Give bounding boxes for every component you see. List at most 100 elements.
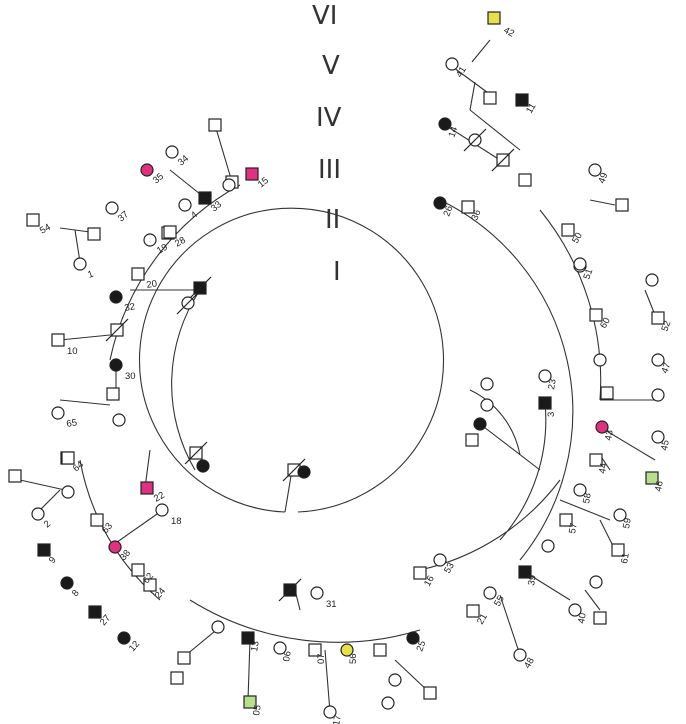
male-symbol [245, 167, 259, 181]
individual-id-label: 14 [446, 125, 460, 139]
female-symbol [31, 507, 45, 521]
individual-id-label: 35 [151, 171, 166, 186]
male-symbol [198, 191, 212, 205]
male-symbol [208, 118, 222, 132]
female-symbol [473, 417, 487, 431]
female-symbol [593, 353, 607, 367]
female-symbol [588, 163, 602, 177]
individual-id-label: 10 [67, 346, 78, 357]
deceased-mark [176, 291, 200, 315]
male-symbol [308, 643, 322, 657]
male-symbol [51, 333, 65, 347]
female-symbol [222, 178, 236, 192]
individual-id-label: 32 [124, 301, 136, 314]
male-symbol [61, 451, 75, 465]
female-symbol [438, 117, 452, 131]
individual-id-label: 19 [155, 242, 170, 257]
male-symbol [487, 11, 501, 25]
individual-id-label: 36 [469, 208, 483, 222]
female-symbol [433, 553, 447, 567]
female-symbol [406, 631, 420, 645]
individual-id-label: 05 [251, 704, 264, 716]
individual-id-label: 46 [653, 480, 666, 492]
individual-id-label: 3 [546, 412, 557, 417]
individual-id-label: 40 [576, 612, 589, 624]
female-symbol [211, 620, 225, 634]
individual-id-label: 25 [414, 639, 428, 653]
deceased-mark [184, 441, 208, 465]
male-symbol [466, 604, 480, 618]
male-symbol [518, 173, 532, 187]
male-symbol [90, 513, 104, 527]
individual-id-label: 41 [454, 65, 469, 80]
female-symbol [568, 603, 582, 617]
individual-id-label: 20 [146, 278, 158, 291]
individual-id-label: 34 [176, 153, 191, 168]
generation-labels: VI V IV III II I [312, 1, 342, 287]
male-symbol [373, 643, 387, 657]
female-symbol [645, 273, 659, 287]
male-symbol [589, 308, 603, 322]
male-symbol [561, 223, 575, 237]
female-symbol [143, 233, 157, 247]
individual-id-label: 51 [581, 267, 595, 281]
individual-id-label: 60 [598, 316, 613, 331]
female-symbol [388, 673, 402, 687]
female-symbol [60, 576, 74, 590]
generation-label: IV [316, 103, 342, 133]
individual-id-label: 17 [331, 714, 344, 724]
female-symbol [155, 503, 169, 517]
individual-id-label: 59 [621, 517, 634, 529]
individual-id-label: 55 [492, 594, 507, 609]
female-symbol [323, 705, 337, 719]
female-symbol [140, 163, 154, 177]
generation-label: III [318, 155, 341, 185]
individual-id-label: 45 [659, 439, 672, 451]
male-symbol [163, 225, 177, 239]
female-symbol [483, 586, 497, 600]
individual-id-label: 65 [66, 417, 78, 430]
female-symbol [513, 648, 527, 662]
male-symbol [8, 469, 22, 483]
individual-id-label: 42 [502, 25, 517, 40]
male-symbol [88, 605, 102, 619]
male-symbol [515, 93, 529, 107]
female-symbol [112, 413, 126, 427]
female-symbol [340, 643, 354, 657]
individual-id-label: 31 [326, 599, 337, 610]
individual-id-label: 53 [442, 561, 457, 576]
male-symbol [615, 198, 629, 212]
female-symbol [651, 353, 665, 367]
female-symbol [595, 420, 609, 434]
individual-id-label: 22 [152, 490, 167, 505]
individual-id-label: 18 [171, 516, 182, 527]
male-symbol [538, 396, 552, 410]
female-symbol [310, 586, 324, 600]
individual-id-label: 23 [546, 378, 559, 390]
individual-id-label: 26 [441, 204, 455, 218]
male-symbol [461, 200, 475, 214]
male-symbol [651, 311, 665, 325]
individual-id-label: 06 [281, 650, 294, 662]
female-symbol [651, 388, 665, 402]
generation-label: VI [312, 1, 337, 31]
female-symbol [651, 430, 665, 444]
individual-id-label: 50 [570, 231, 585, 246]
male-symbol [143, 578, 157, 592]
male-symbol [106, 387, 120, 401]
individual-id-label: 30 [125, 371, 136, 382]
generation-I-arc [138, 207, 445, 513]
female-symbol [109, 358, 123, 372]
female-symbol [297, 465, 311, 479]
generation-label: I [333, 257, 341, 287]
male-symbol [593, 611, 607, 625]
generation-label: II [325, 205, 340, 235]
individual-id-label: 57 [567, 522, 580, 534]
female-symbol [613, 508, 627, 522]
male-symbol [131, 267, 145, 281]
female-symbol [381, 696, 395, 710]
female-symbol [117, 631, 131, 645]
deceased-mark [188, 276, 212, 300]
